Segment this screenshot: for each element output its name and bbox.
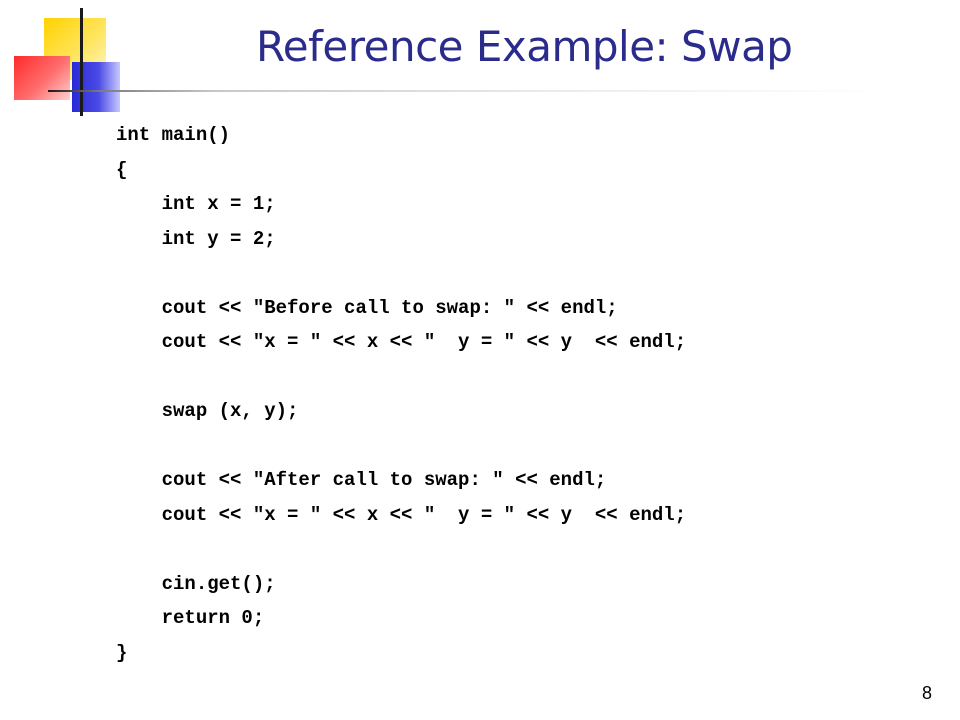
- red-square-icon: [14, 56, 70, 100]
- slide-title: Reference Example: Swap: [256, 22, 793, 71]
- code-line: cout << "Before call to swap: " << endl;: [116, 296, 618, 319]
- code-line: cout << "x = " << x << " y = " << y << e…: [116, 331, 687, 353]
- code-line: }: [116, 641, 128, 664]
- colored-squares-logo-icon: [0, 0, 140, 130]
- code-line: cin.get();: [116, 572, 276, 595]
- code-line: {: [116, 158, 128, 181]
- code-line: cout << "x = " << x << " y = " << y << e…: [116, 503, 687, 526]
- code-line: swap (x, y);: [116, 400, 299, 422]
- code-line: [116, 256, 686, 291]
- code-line: int main(): [116, 124, 231, 146]
- code-line: int y = 2;: [116, 227, 276, 250]
- slide-number: 8: [921, 683, 932, 703]
- code-line: [116, 532, 686, 567]
- code-line: return 0;: [116, 607, 265, 629]
- code-line: int x = 1;: [116, 193, 276, 215]
- title-divider: [48, 90, 888, 92]
- code-line: [116, 429, 686, 464]
- code-line: [116, 360, 686, 395]
- vertical-rule: [80, 8, 83, 116]
- code-block: int main() { int x = 1; int y = 2; cout …: [116, 118, 686, 670]
- code-line: cout << "After call to swap: " << endl;: [116, 469, 607, 491]
